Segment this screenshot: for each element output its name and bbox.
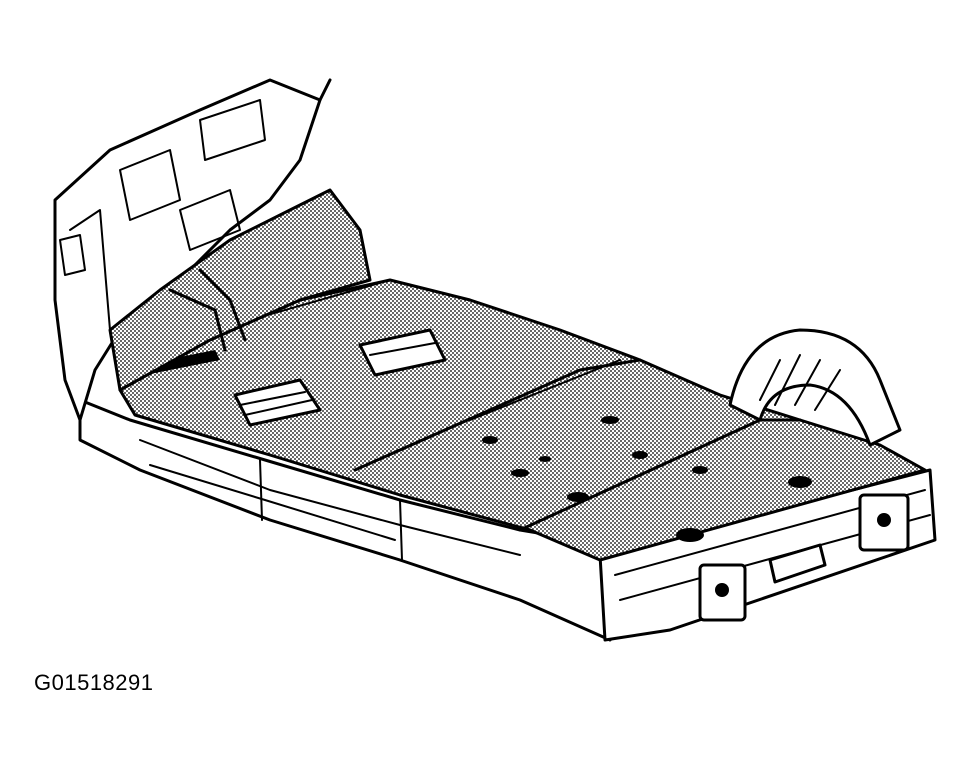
rear-center-slot [768,543,827,584]
floor-hole [632,451,648,459]
floor-hole [601,416,619,424]
floor-hole [676,528,704,542]
floor-hole [482,436,498,444]
console-mount-bracket [358,328,447,377]
floor-hole [511,469,529,477]
floor-hole [539,456,551,462]
rear-wheelhouse [728,328,902,447]
floor-hole [788,476,812,488]
rear-crossmember [598,468,937,642]
mount-hole-right [877,513,891,527]
floor-pan-panels [118,278,927,562]
floor-hole [567,492,589,502]
left-side-sill [78,398,612,642]
toe-board [108,188,372,392]
floor-hole [692,466,708,474]
firewall-dash-panel [53,78,372,422]
figure-reference-code: G01518291 [34,670,154,695]
mount-hole-left [715,583,729,597]
